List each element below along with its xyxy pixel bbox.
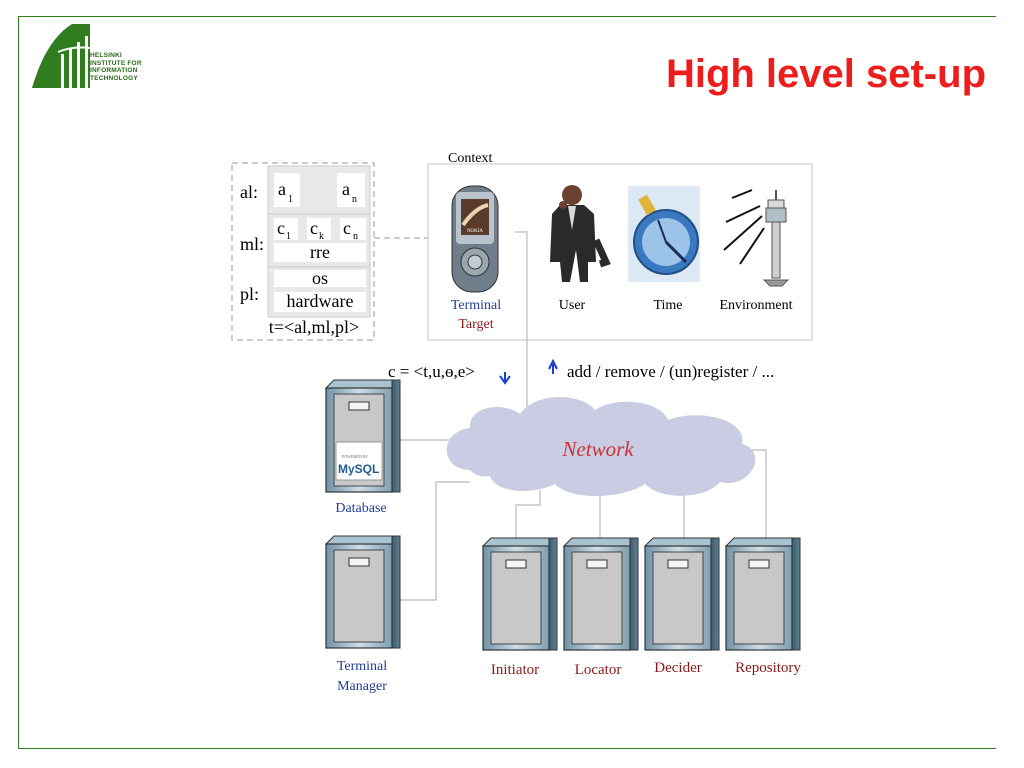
ml-label: ml: (240, 234, 264, 254)
ck-label: c (310, 218, 318, 238)
repository-label: Repository (735, 660, 801, 676)
al-label: al: (240, 182, 258, 202)
database-label: Database (335, 501, 386, 516)
pl-label: pl: (240, 284, 259, 304)
logo-line: HELSINKI (90, 52, 122, 59)
repository-server-icon (725, 537, 801, 651)
phone-icon: NOKIA (451, 185, 499, 293)
registration-label: add / remove / (un)register / ... (567, 362, 774, 381)
c1-sub: 1 (286, 231, 291, 242)
an-sub: n (352, 194, 357, 205)
time-label: Time (653, 298, 682, 313)
frame-bottom-rule (18, 748, 996, 749)
cn-label: c (343, 218, 351, 238)
cn-sub: n (353, 231, 358, 242)
hiit-logo (32, 24, 91, 88)
context-label: Context (448, 151, 492, 166)
mysql-powered-text: POWERED BY (342, 454, 368, 459)
logo-line: TECHNOLOGY (90, 74, 138, 82)
environment-label: Environment (719, 298, 792, 313)
time-icon (628, 186, 700, 282)
frame-top-rule (18, 16, 996, 17)
context-tuple-label: c = <t,u,ɵ,e> (388, 362, 475, 381)
terminal-label: Terminal (451, 298, 501, 313)
hardware-label: hardware (287, 291, 354, 311)
arrow-up-icon (548, 358, 558, 374)
logo-line: INFORMATION (90, 67, 138, 74)
arrow-down-icon (499, 372, 511, 385)
tuple-label: t=<al,ml,pl> (269, 317, 359, 337)
environment-icon (723, 189, 790, 287)
page-title: High level set-up (665, 52, 986, 96)
decider-label: Decider (654, 660, 701, 676)
decider-server-icon (644, 537, 720, 651)
terminal-manager-server-icon (325, 535, 401, 649)
ck-sub: k (319, 231, 324, 242)
user-label: User (559, 298, 586, 313)
mysql-logo: MySQL (338, 462, 379, 476)
network-cloud: Network (446, 396, 756, 496)
frame-left-rule (18, 16, 19, 748)
terminal-manager-label-2: Manager (337, 679, 387, 694)
initiator-server-icon (482, 537, 558, 651)
database-server-icon: POWERED BY MySQL (325, 379, 401, 493)
locator-server-icon (563, 537, 639, 651)
user-icon (550, 185, 611, 282)
target-label: Target (458, 317, 493, 332)
rre-label: rre (310, 242, 330, 262)
context-box: Context NOKIA Terminal Target User (427, 151, 813, 341)
c1-label: c (277, 218, 285, 238)
phone-brand: NOKIA (467, 229, 483, 234)
an-label: a (342, 179, 350, 199)
initiator-label: Initiator (491, 662, 539, 678)
logo-text: HELSINKI INSTITUTE FOR INFORMATION TECHN… (90, 52, 142, 82)
layer-stack: al: ml: pl: a 1 a n c 1 c k c n rre os h… (231, 162, 375, 341)
locator-label: Locator (575, 662, 622, 678)
terminal-manager-label-1: Terminal (337, 659, 387, 674)
logo-line: INSTITUTE FOR (90, 59, 142, 67)
a1-sub: 1 (288, 194, 293, 205)
os-label: os (312, 268, 328, 288)
a1-label: a (278, 179, 286, 199)
network-label: Network (561, 437, 634, 461)
